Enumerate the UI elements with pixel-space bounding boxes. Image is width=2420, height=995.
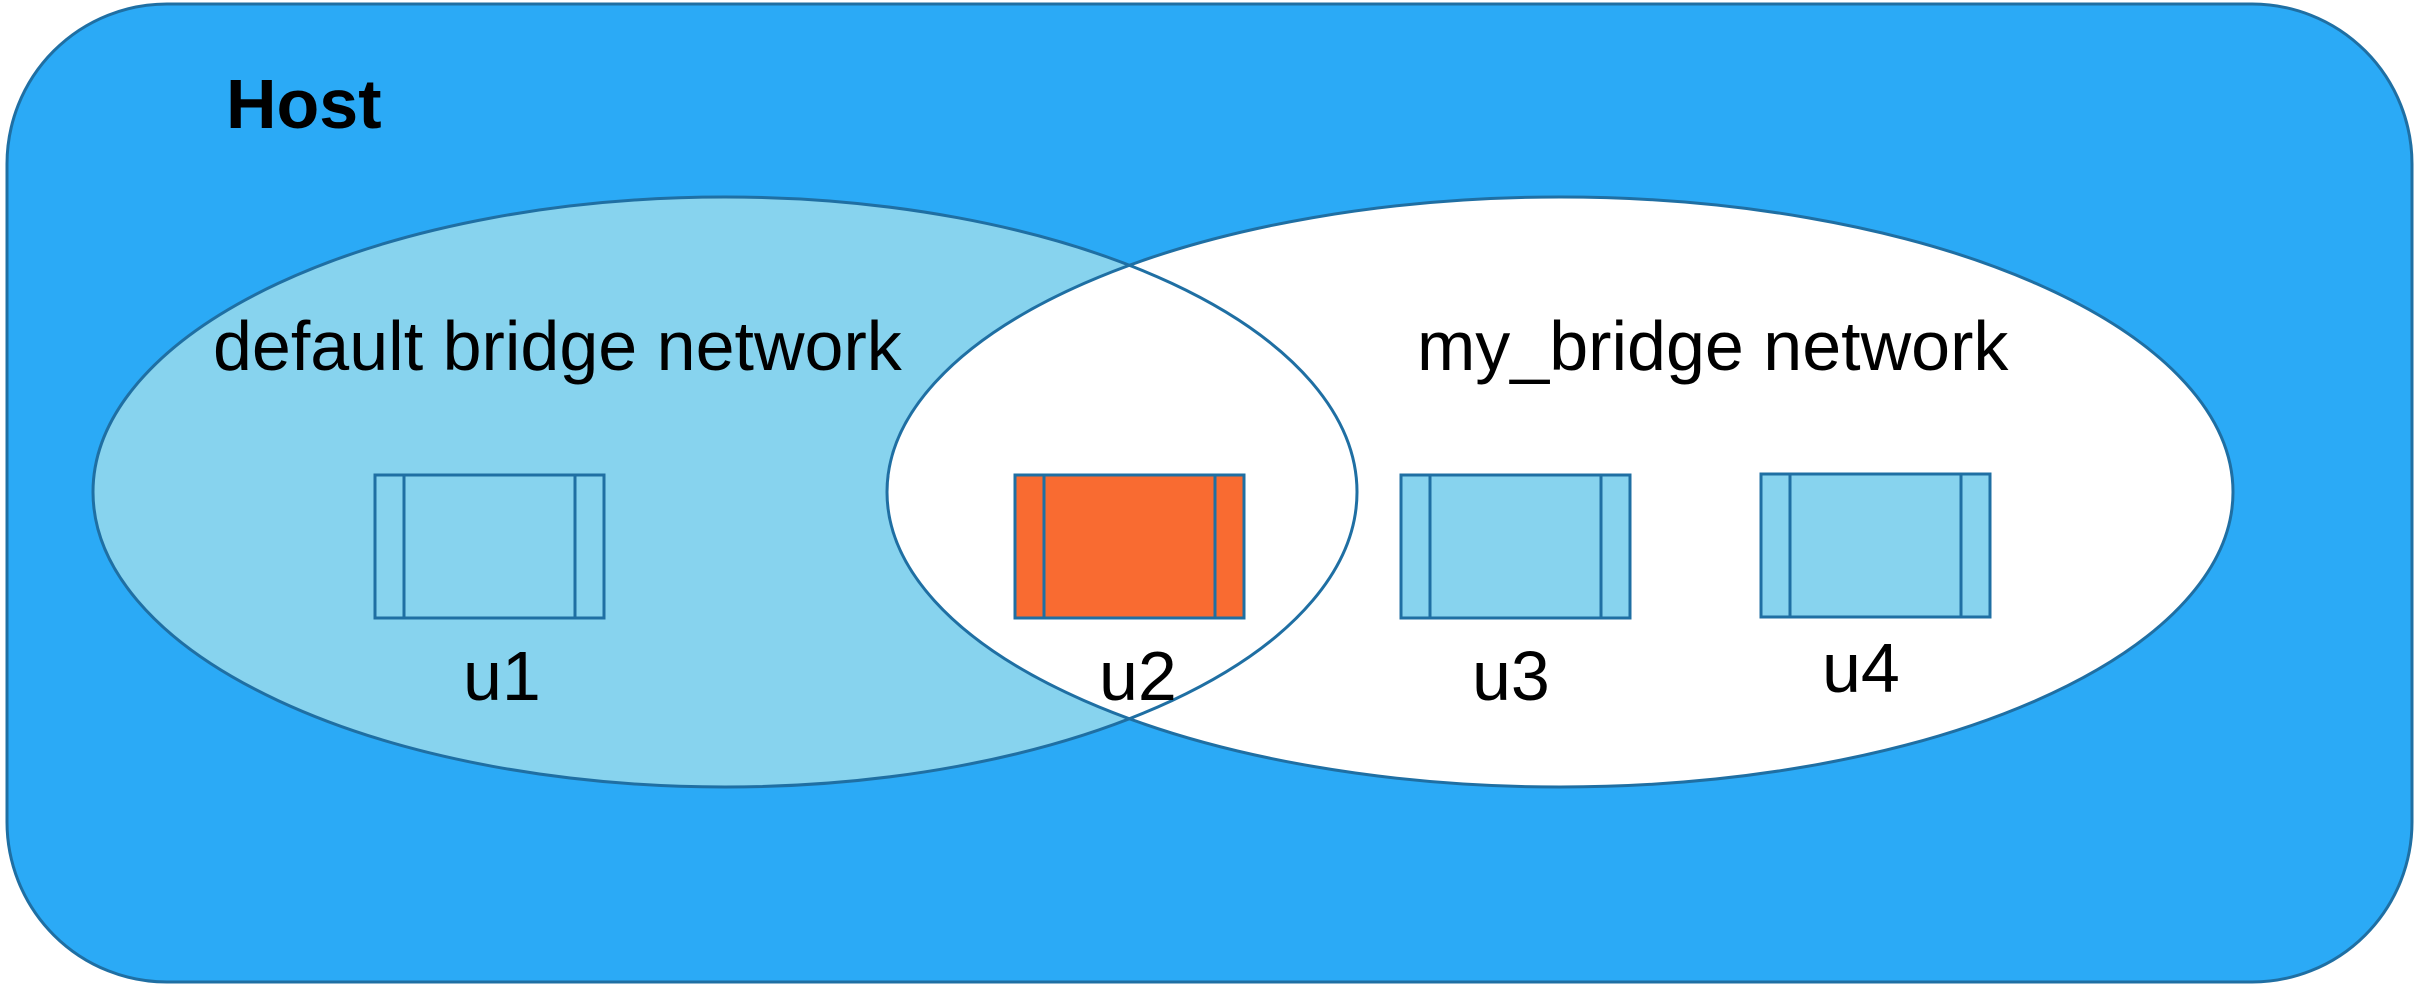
container-u4-label: u4 [1822, 629, 1900, 707]
default-bridge-network-label: default bridge network [213, 307, 903, 385]
host-title: Host [226, 65, 382, 143]
container-u3-box [1399, 473, 1632, 620]
container-u1: u1 [373, 473, 606, 715]
container-u2-box [1013, 473, 1246, 620]
my-bridge-network-outline [885, 195, 2235, 789]
network-overlap-region [887, 197, 1357, 787]
container-u2-label: u2 [1099, 637, 1177, 715]
default-bridge-network-outline [91, 195, 1359, 789]
container-u1-label: u1 [463, 637, 541, 715]
container-u3-label: u3 [1472, 637, 1550, 715]
container-u2: u2 [1013, 473, 1246, 715]
container-u1-box [373, 473, 606, 620]
my-bridge-network-label: my_bridge network [1417, 307, 2009, 385]
container-u3: u3 [1399, 473, 1632, 715]
container-u4: u4 [1759, 472, 1992, 707]
container-u4-box [1759, 472, 1992, 619]
